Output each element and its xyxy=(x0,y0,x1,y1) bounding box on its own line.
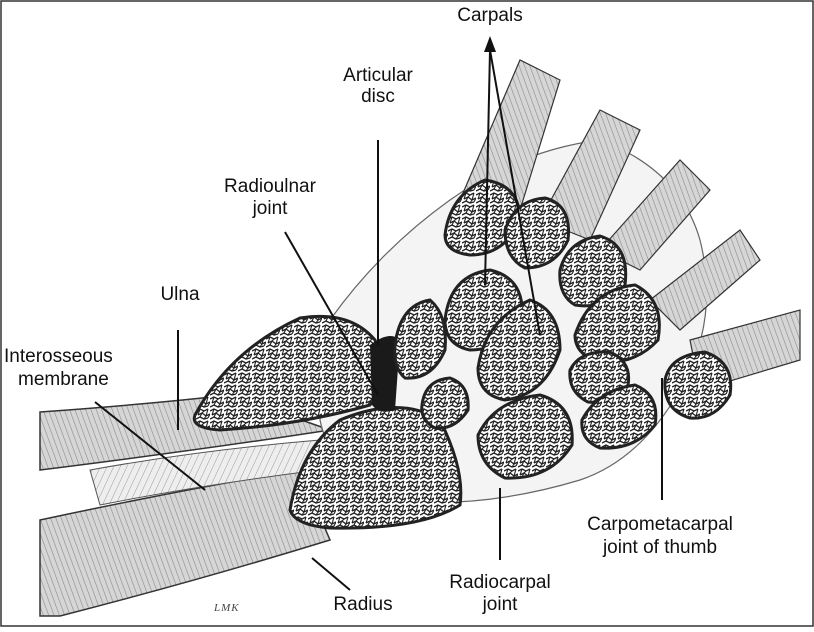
artist-signature: LMK xyxy=(214,602,240,614)
label-interosseous-membrane-line2: membrane xyxy=(18,369,109,390)
radius-leader xyxy=(311,557,351,591)
carpal-bone-11 xyxy=(580,383,658,450)
metacarpal-3 xyxy=(599,159,711,271)
carpals-leader-1 xyxy=(484,49,491,286)
carpal-bone-6 xyxy=(476,298,562,402)
interosseous-leader xyxy=(94,401,206,491)
thumb-metacarpal-head xyxy=(663,350,733,420)
metacarpal-4 xyxy=(649,229,761,331)
label-radius: Radius xyxy=(333,594,393,615)
label-carpometacarpal-joint-line2: joint of thumb xyxy=(602,537,718,558)
label-ulna: Ulna xyxy=(160,284,200,305)
carpals-leader-2 xyxy=(489,49,541,336)
radius-distal-end xyxy=(288,406,463,530)
label-articular-disc-line1: Articular xyxy=(343,65,413,86)
carpal-bone-5 xyxy=(393,298,447,380)
label-radioulnar-joint-line1: Radioulnar xyxy=(224,176,316,197)
carpals-arrowhead xyxy=(484,36,496,52)
radius-shaft xyxy=(39,469,332,617)
label-carpometacarpal-joint-line1: Carpometacarpal xyxy=(587,514,733,535)
carpal-bones xyxy=(393,178,661,480)
radioulnar-leader xyxy=(284,231,379,396)
metacarpal-2 xyxy=(539,109,641,241)
label-radiocarpal-joint-line1: Radiocarpal xyxy=(449,572,551,593)
leader-lines xyxy=(94,49,663,591)
carpal-bone-2 xyxy=(503,196,571,270)
label-interosseous-membrane-line1: Interosseous xyxy=(4,346,113,367)
label-carpals: Carpals xyxy=(457,5,523,26)
label-articular-disc-line2: disc xyxy=(361,86,395,107)
label-radiocarpal-joint-line2: joint xyxy=(482,594,518,615)
carpal-bone-3 xyxy=(558,234,628,308)
carpal-bone-9 xyxy=(476,393,574,480)
carpal-bone-8 xyxy=(420,376,470,430)
label-radioulnar-joint-line2: joint xyxy=(252,198,288,219)
